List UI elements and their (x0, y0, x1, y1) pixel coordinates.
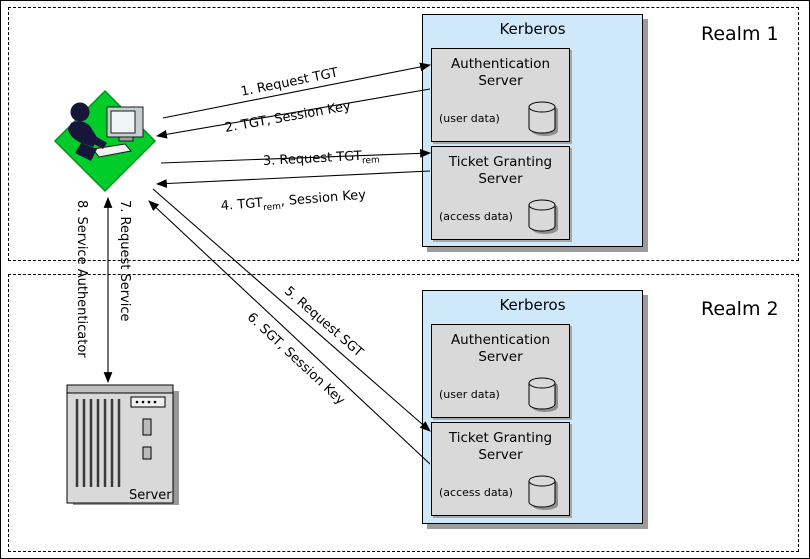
realm2-user-data-note: (user data) (439, 388, 500, 401)
database-icon (528, 377, 558, 412)
keyboard (92, 143, 132, 158)
realm1-ticket-granting-server-title: Ticket Granting Server (448, 154, 553, 187)
server-label: Server (129, 488, 172, 503)
client-workstation-icon (53, 89, 157, 193)
database-icon (528, 101, 558, 136)
server-icon: Server (66, 384, 179, 505)
server-top-panel (66, 384, 174, 394)
person-head (70, 102, 90, 122)
realm2-ticket-granting-server-title: Ticket Granting Server (448, 430, 553, 463)
monitor-screen (110, 110, 136, 134)
server-drive-slot (142, 418, 152, 436)
person-arm (85, 131, 107, 149)
arrow-8-label: 8. Service Authenticator (74, 200, 89, 358)
database-icon (528, 199, 558, 234)
realm1-authentication-server-title: Authentication Server (450, 56, 551, 89)
arrow-7-label: 7. Request Service (117, 200, 132, 322)
arrow-4-label-text: 4. TGT (220, 195, 264, 214)
arrow-3-label-subscript: rem (361, 155, 381, 167)
realm1-kerberos-title: Kerberos (499, 20, 566, 38)
realm2-label: Realm 2 (701, 298, 779, 320)
server-vents (75, 399, 121, 487)
server-drive-slot (142, 446, 152, 460)
database-icon (528, 475, 558, 510)
realm2-authentication-server-box: Authentication Server (user data) (431, 324, 570, 418)
realm1-label: Realm 1 (701, 23, 779, 45)
monitor-stand (118, 136, 134, 142)
realm1-user-data-note: (user data) (439, 112, 500, 125)
realm2-ticket-granting-server-box: Ticket Granting Server (access data) (431, 422, 570, 516)
realm1-kerberos-panel: Kerberos Authentication Server (user dat… (422, 14, 643, 247)
realm2-access-data-note: (access data) (439, 486, 513, 499)
realm1-access-data-note: (access data) (439, 210, 513, 223)
realm1-authentication-server-box: Authentication Server (user data) (431, 48, 570, 142)
realm2-authentication-server-title: Authentication Server (450, 332, 551, 365)
green-diamond (53, 89, 157, 193)
realm1-ticket-granting-server-box: Ticket Granting Server (access data) (431, 146, 570, 240)
arrow-4-label-subscript: rem (262, 201, 282, 214)
realm2-kerberos-panel: Kerberos Authentication Server (user dat… (422, 290, 643, 524)
person-legs (75, 143, 97, 161)
realm2-kerberos-title: Kerberos (499, 296, 566, 314)
